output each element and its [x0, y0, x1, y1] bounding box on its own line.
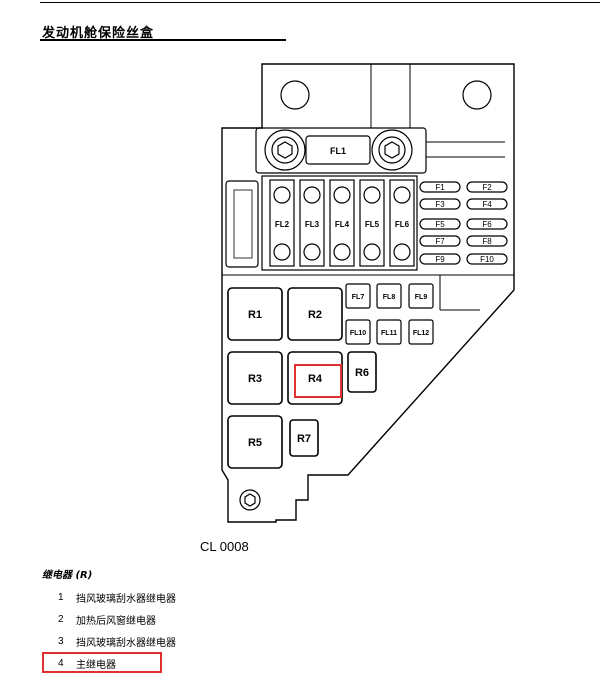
diagram-caption: CL 0008: [200, 539, 249, 554]
title-underline: [40, 39, 286, 41]
legend-number: 1: [58, 591, 64, 603]
relay-R5-label: R5: [248, 437, 262, 449]
fuse-FL3-label: FL3: [305, 220, 320, 229]
section-title: 发动机舱保险丝盒: [42, 26, 155, 41]
legend-label: 加热后风窗继电器: [76, 615, 156, 627]
fuse-FL1-label: FL1: [330, 146, 346, 156]
fuse-box-outline: [221, 63, 515, 523]
relay-R6-label: R6: [355, 367, 369, 379]
legend-item: 1 挡风玻璃刮水器继电器: [58, 586, 176, 608]
fuse-F10-label: F10: [480, 255, 494, 264]
relay-R3-label: R3: [248, 373, 262, 385]
legend-number: 2: [58, 613, 64, 625]
legend-heading: 继电器 (R): [42, 570, 93, 581]
fuse-F8-label: F8: [482, 237, 492, 246]
relay-legend-list: 1 挡风玻璃刮水器继电器 2 加热后风窗继电器 3 挡风玻璃刮水器继电器 4 主…: [58, 586, 176, 674]
top-rule: [40, 2, 600, 3]
relay-R1-label: R1: [248, 309, 262, 321]
fuse-FL7-label: FL7: [352, 294, 365, 301]
fuse-FL9-label: FL9: [415, 294, 428, 301]
legend-label: 挡风玻璃刮水器继电器: [76, 593, 176, 605]
fuse-F9-label: F9: [435, 255, 445, 264]
fuse-FL6-label: FL6: [395, 220, 410, 229]
fuse-FL11-label: FL11: [381, 330, 397, 337]
relay-R7-label: R7: [297, 433, 311, 445]
fuse-FL2-label: FL2: [275, 220, 290, 229]
fuse-F7-label: F7: [435, 237, 445, 246]
r4-highlight: [294, 364, 342, 398]
relay-R4-label: R4: [308, 373, 323, 385]
legend-item: 2 加热后风窗继电器: [58, 608, 176, 630]
fuse-F3-label: F3: [435, 200, 445, 209]
relay-R2-label: R2: [308, 309, 322, 321]
legend-number: 3: [58, 635, 64, 647]
legend-item: 4 主继电器: [58, 652, 176, 674]
legend-item: 3 挡风玻璃刮水器继电器: [58, 630, 176, 652]
fuse-FL8-label: FL8: [383, 294, 396, 301]
fuse-FL4-label: FL4: [335, 220, 350, 229]
legend-label: 主继电器: [76, 659, 116, 671]
fuse-F1-label: F1: [435, 183, 445, 192]
fuse-FL10-label: FL10: [350, 330, 366, 337]
fuse-FL12-label: FL12: [413, 330, 429, 337]
legend-label: 挡风玻璃刮水器继电器: [76, 637, 176, 649]
fuse-F2-label: F2: [482, 183, 492, 192]
legend-item-4-highlight: [42, 652, 162, 673]
legend-number: 4: [58, 657, 64, 669]
fuse-F4-label: F4: [482, 200, 492, 209]
fuse-F5-label: F5: [435, 220, 445, 229]
fuse-FL5-label: FL5: [365, 220, 380, 229]
fuse-F6-label: F6: [482, 220, 492, 229]
